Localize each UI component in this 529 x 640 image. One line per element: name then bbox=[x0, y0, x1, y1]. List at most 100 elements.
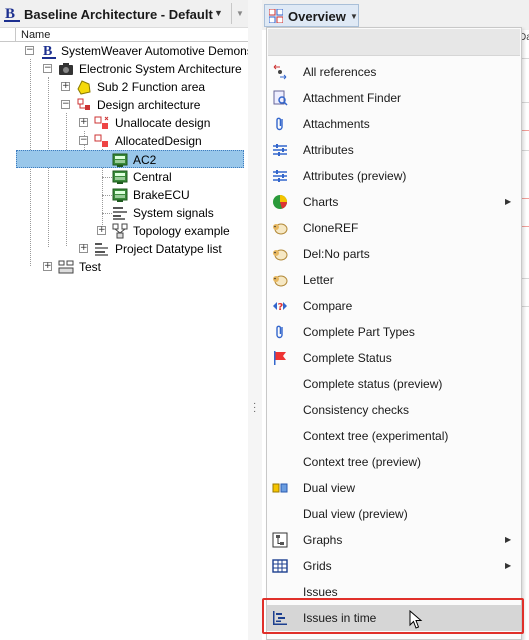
menu-item-label: Context tree (preview) bbox=[303, 455, 422, 469]
tree-node[interactable]: Central bbox=[0, 168, 244, 186]
chevron-down-icon[interactable]: ▼ bbox=[236, 9, 244, 18]
function-area-icon bbox=[77, 80, 91, 95]
row-divider bbox=[516, 58, 529, 59]
menu-item-label: Attributes bbox=[303, 143, 354, 157]
tree-node[interactable]: − Electronic System Architecture bbox=[0, 60, 244, 78]
tree-node[interactable]: − B SystemWeaver Automotive Demonst bbox=[0, 42, 256, 60]
menu-item-complete-status-preview[interactable]: Complete status (preview) bbox=[267, 371, 521, 397]
baseline-b-icon: B bbox=[4, 6, 20, 22]
menu-item-complete-status[interactable]: Complete Status bbox=[267, 345, 521, 371]
tree-node[interactable]: + Unallocate design bbox=[0, 114, 244, 132]
datatype-list-icon bbox=[95, 243, 108, 256]
tree-node[interactable]: − AllocatedDesign bbox=[0, 132, 244, 150]
tree-connector bbox=[102, 195, 112, 196]
row-divider bbox=[516, 150, 529, 151]
references-icon bbox=[273, 64, 287, 80]
menu-item-issues-in-time[interactable]: Issues in time bbox=[267, 605, 521, 631]
expand-toggle[interactable]: + bbox=[79, 243, 88, 253]
sheep-icon bbox=[273, 249, 288, 261]
overview-menu: All references Attachment Finder Attachm… bbox=[266, 27, 522, 640]
row-divider bbox=[516, 102, 529, 103]
menu-item-del-no-parts[interactable]: Del:No parts bbox=[267, 241, 521, 267]
collapse-toggle[interactable]: − bbox=[43, 63, 52, 73]
tree-node[interactable]: + Topology example bbox=[0, 222, 244, 240]
chevron-down-icon[interactable]: ▼ bbox=[214, 8, 223, 18]
tree-node[interactable]: + Test bbox=[0, 258, 244, 276]
tree-node-label: Test bbox=[79, 260, 102, 274]
tree-node-label: AllocatedDesign bbox=[115, 134, 202, 148]
menu-item-label: Del:No parts bbox=[303, 247, 370, 261]
tree-node[interactable]: BrakeECU bbox=[0, 186, 244, 204]
tree-node-selected[interactable]: AC2 bbox=[16, 150, 244, 168]
panel-splitter[interactable]: ··· bbox=[248, 0, 262, 640]
expand-toggle[interactable]: + bbox=[79, 117, 88, 127]
collapse-toggle[interactable]: − bbox=[25, 45, 34, 55]
menu-search-bar[interactable] bbox=[268, 29, 520, 56]
expand-toggle[interactable]: + bbox=[61, 81, 70, 91]
menu-item-charts[interactable]: Charts ▶ bbox=[267, 189, 521, 215]
sheep-icon bbox=[273, 223, 288, 235]
tree-node[interactable]: − Design architecture bbox=[0, 96, 244, 114]
menu-item-attachment-finder[interactable]: Attachment Finder bbox=[267, 85, 521, 111]
menu-item-cloneref[interactable]: CloneREF bbox=[267, 215, 521, 241]
mouse-cursor-icon bbox=[409, 610, 423, 629]
menu-item-label: Consistency checks bbox=[303, 403, 410, 417]
tree-node-label: AC2 bbox=[133, 153, 157, 167]
submenu-arrow-icon: ▶ bbox=[505, 535, 512, 544]
menu-item-dual-view[interactable]: Dual view bbox=[267, 475, 521, 501]
tree-node[interactable]: + Sub 2 Function area bbox=[0, 78, 244, 96]
row-divider bbox=[516, 226, 529, 227]
menu-item-issues[interactable]: Issues bbox=[267, 579, 521, 605]
menu-item-label: Issues bbox=[303, 585, 338, 599]
menu-item-label: CloneREF bbox=[303, 221, 359, 235]
paperclip-icon bbox=[276, 117, 283, 131]
compare-icon: ? bbox=[273, 302, 287, 313]
ecu-icon bbox=[112, 188, 128, 202]
baseline-title[interactable]: Baseline Architecture - Default bbox=[24, 7, 213, 22]
submenu-arrow-icon: ▶ bbox=[505, 197, 512, 206]
tree-node[interactable]: System signals bbox=[0, 204, 244, 222]
paperclip-icon bbox=[276, 325, 283, 339]
expand-toggle[interactable]: + bbox=[97, 225, 106, 235]
attachment-finder-icon bbox=[273, 90, 288, 106]
menu-item-label: Attachment Finder bbox=[303, 91, 402, 105]
menu-item-label: Letter bbox=[303, 273, 334, 287]
menu-item-label: Complete Status bbox=[303, 351, 392, 365]
ecu-icon bbox=[112, 170, 128, 184]
menu-item-compare[interactable]: ? Compare bbox=[267, 293, 521, 319]
collapse-toggle[interactable]: − bbox=[61, 99, 70, 109]
chevron-down-icon: ▼ bbox=[350, 12, 358, 21]
menu-item-consistency-checks[interactable]: Consistency checks bbox=[267, 397, 521, 423]
menu-item-attributes-preview[interactable]: Attributes (preview) bbox=[267, 163, 521, 189]
tree-node-label: Topology example bbox=[133, 224, 230, 238]
menu-item-context-tree-preview[interactable]: Context tree (preview) bbox=[267, 449, 521, 475]
menu-item-context-tree-experimental[interactable]: Context tree (experimental) bbox=[267, 423, 521, 449]
splitter-grip-icon[interactable]: ··· bbox=[253, 398, 257, 417]
dual-view-icon bbox=[272, 483, 288, 493]
menu-item-complete-part-types[interactable]: Complete Part Types bbox=[267, 319, 521, 345]
menu-item-attachments[interactable]: Attachments bbox=[267, 111, 521, 137]
column-header[interactable]: Name bbox=[0, 28, 248, 42]
menu-item-grids[interactable]: Grids ▶ bbox=[267, 553, 521, 579]
menu-item-dual-view-preview[interactable]: Dual view (preview) bbox=[267, 501, 521, 527]
menu-item-graphs[interactable]: Graphs ▶ bbox=[267, 527, 521, 553]
menu-item-label: Dual view bbox=[303, 481, 356, 495]
collapse-toggle[interactable]: − bbox=[79, 135, 88, 145]
tree-node[interactable]: + Project Datatype list bbox=[0, 240, 244, 258]
ecu-icon bbox=[112, 153, 128, 167]
menu-item-label: Dual view (preview) bbox=[303, 507, 408, 521]
menu-item-label: Attributes (preview) bbox=[303, 169, 407, 183]
menu-item-letter[interactable]: Letter bbox=[267, 267, 521, 293]
topology-icon bbox=[112, 223, 128, 239]
tree-connector bbox=[102, 149, 103, 231]
camera-icon bbox=[59, 63, 73, 75]
overview-dropdown-button[interactable]: Overview ▼ bbox=[264, 4, 359, 27]
row-divider bbox=[516, 130, 529, 131]
menu-item-label: Issues in time bbox=[303, 611, 377, 625]
tree-connector bbox=[66, 113, 67, 246]
tree-node-label: Unallocate design bbox=[115, 116, 211, 130]
grid-icon bbox=[272, 559, 288, 573]
menu-item-attributes[interactable]: Attributes bbox=[267, 137, 521, 163]
expand-toggle[interactable]: + bbox=[43, 261, 52, 271]
menu-item-all-references[interactable]: All references bbox=[267, 59, 521, 85]
